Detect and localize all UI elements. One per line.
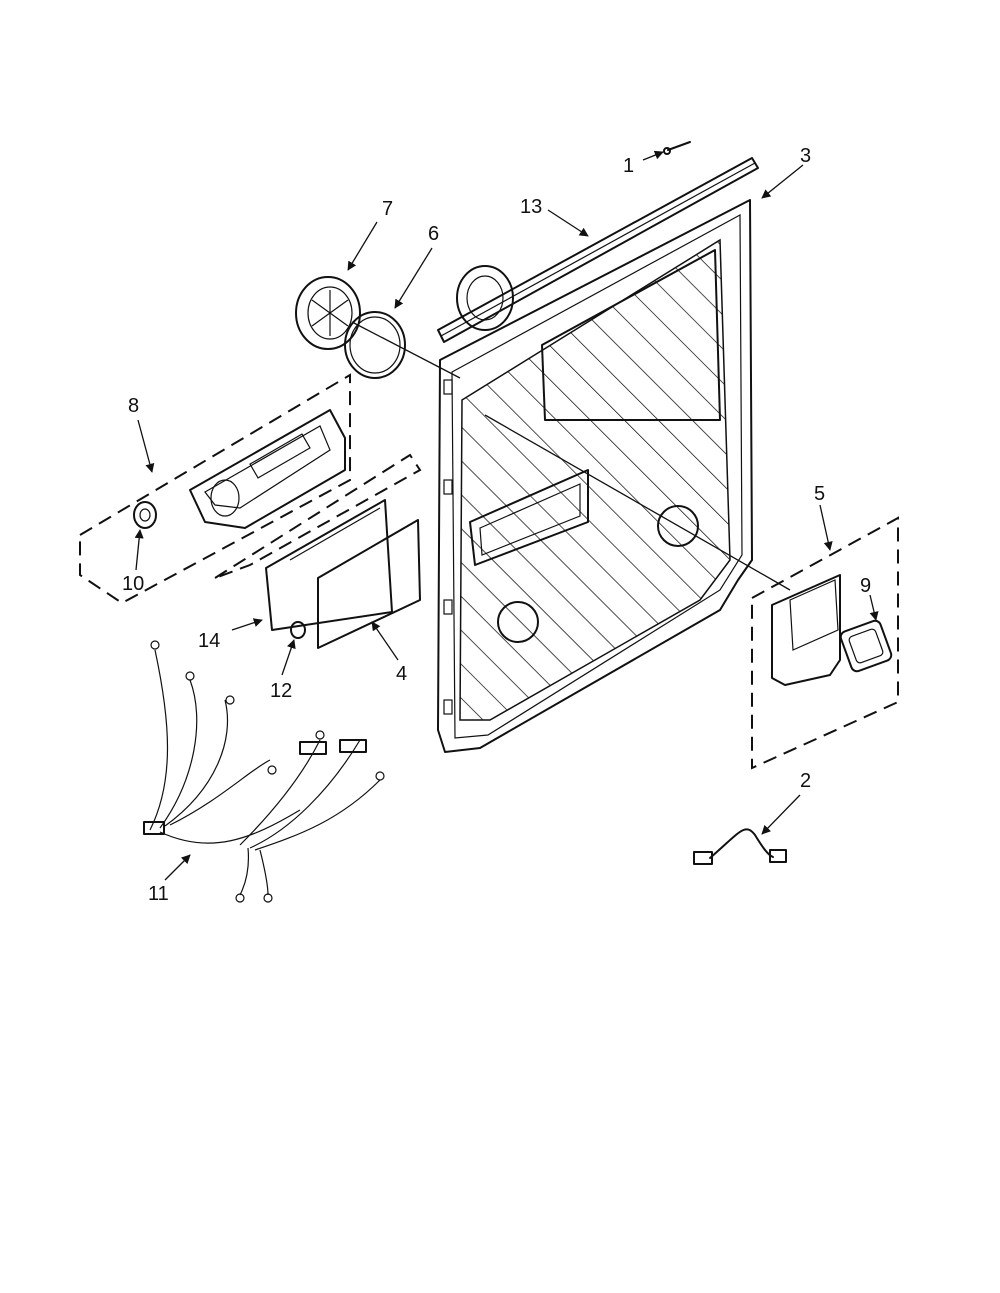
screw-part — [663, 141, 691, 155]
dispenser-knob — [133, 501, 157, 529]
callout-2: 2 — [800, 770, 811, 792]
dispenser-housing — [189, 409, 346, 529]
jumper-cable — [693, 828, 787, 865]
vent-assembly-group — [751, 516, 899, 770]
wire-harness — [143, 640, 385, 903]
callout-6: 6 — [428, 223, 439, 245]
callout-12: 12 — [270, 680, 292, 702]
gasket-ring — [344, 311, 406, 379]
callout-5: 5 — [814, 483, 825, 505]
callout-3: 3 — [800, 145, 811, 167]
vent-housing — [771, 574, 841, 686]
callout-labels: 1 3 13 7 6 8 10 14 12 4 5 9 2 11 — [122, 145, 871, 905]
callout-11: 11 — [148, 883, 169, 905]
control-board-group — [214, 453, 422, 649]
top-trim-strip — [437, 157, 759, 343]
standoff-part — [290, 621, 306, 639]
callout-leaders — [134, 150, 879, 881]
vent-grille — [295, 276, 361, 350]
callout-9: 9 — [860, 575, 871, 597]
callout-10: 10 — [122, 573, 144, 595]
callout-7: 7 — [382, 198, 393, 220]
callout-4: 4 — [396, 663, 407, 685]
dispenser-assembly-group — [79, 373, 351, 605]
alignment-lines — [351, 321, 791, 591]
callout-1: 1 — [623, 155, 634, 177]
callout-14: 14 — [198, 630, 220, 652]
inner-door-panel — [437, 199, 753, 753]
callout-13: 13 — [520, 196, 542, 218]
vent-seal — [839, 619, 893, 673]
callout-8: 8 — [128, 395, 139, 417]
